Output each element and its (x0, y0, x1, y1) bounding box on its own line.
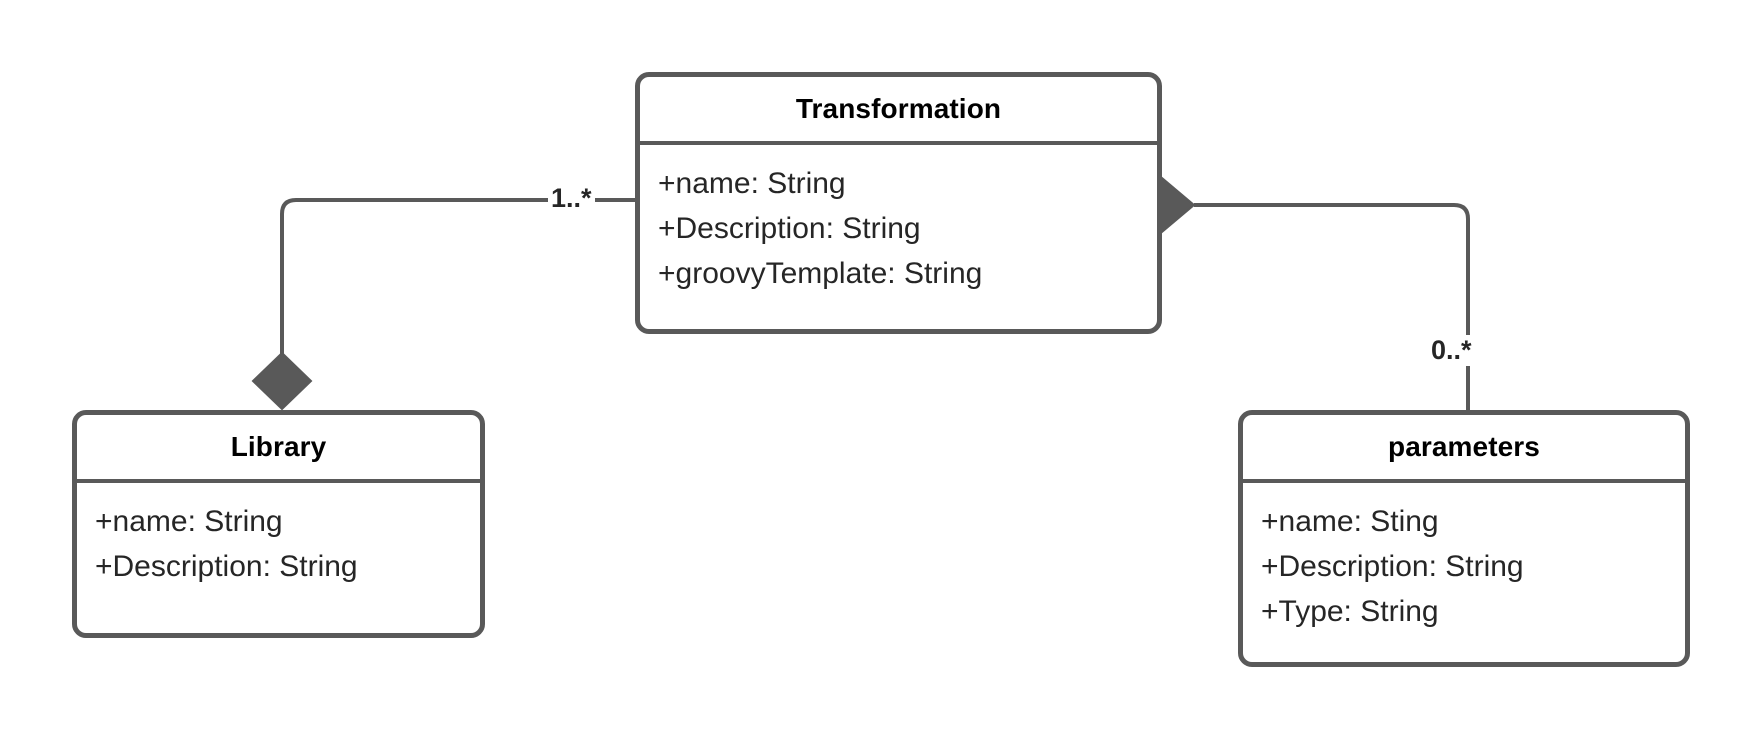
edge-library-transformation (280, 198, 635, 355)
uml-attribute: +Description: String (1261, 550, 1524, 583)
uml-class-header-library: Library (77, 415, 480, 483)
uml-attribute: +Type: String (1261, 595, 1439, 628)
uml-class-attributes-transformation: +name: String +Description: String +groo… (640, 145, 1157, 329)
uml-class-transformation[interactable]: Transformation +name: String +Descriptio… (635, 72, 1162, 334)
uml-class-attributes-parameters: +name: Sting +Description: String +Type:… (1243, 483, 1685, 662)
uml-class-header-parameters: parameters (1243, 415, 1685, 483)
edge-transformation-parameters (1194, 203, 1470, 410)
uml-attribute: +Description: String (95, 550, 358, 583)
uml-attribute: +name: String (658, 167, 846, 200)
uml-class-name-library: Library (230, 431, 327, 462)
uml-attribute: +groovyTemplate: String (658, 257, 983, 290)
uml-class-library[interactable]: Library +name: String +Description: Stri… (72, 410, 485, 638)
composition-diamond-library (251, 351, 313, 411)
uml-class-name-transformation: Transformation (795, 93, 1002, 124)
uml-class-parameters[interactable]: parameters +name: Sting +Description: St… (1238, 410, 1690, 667)
multiplicity-label-library-transformation: 1..* (548, 183, 595, 214)
uml-attribute: +name: String (95, 505, 283, 538)
uml-class-name-parameters: parameters (1388, 431, 1540, 462)
uml-attribute: +Description: String (658, 212, 921, 245)
uml-attribute: +name: Sting (1261, 505, 1439, 538)
multiplicity-label-transformation-parameters: 0..* (1428, 335, 1475, 366)
uml-class-attributes-library: +name: String +Description: String (77, 483, 480, 633)
uml-class-header-transformation: Transformation (640, 77, 1157, 145)
